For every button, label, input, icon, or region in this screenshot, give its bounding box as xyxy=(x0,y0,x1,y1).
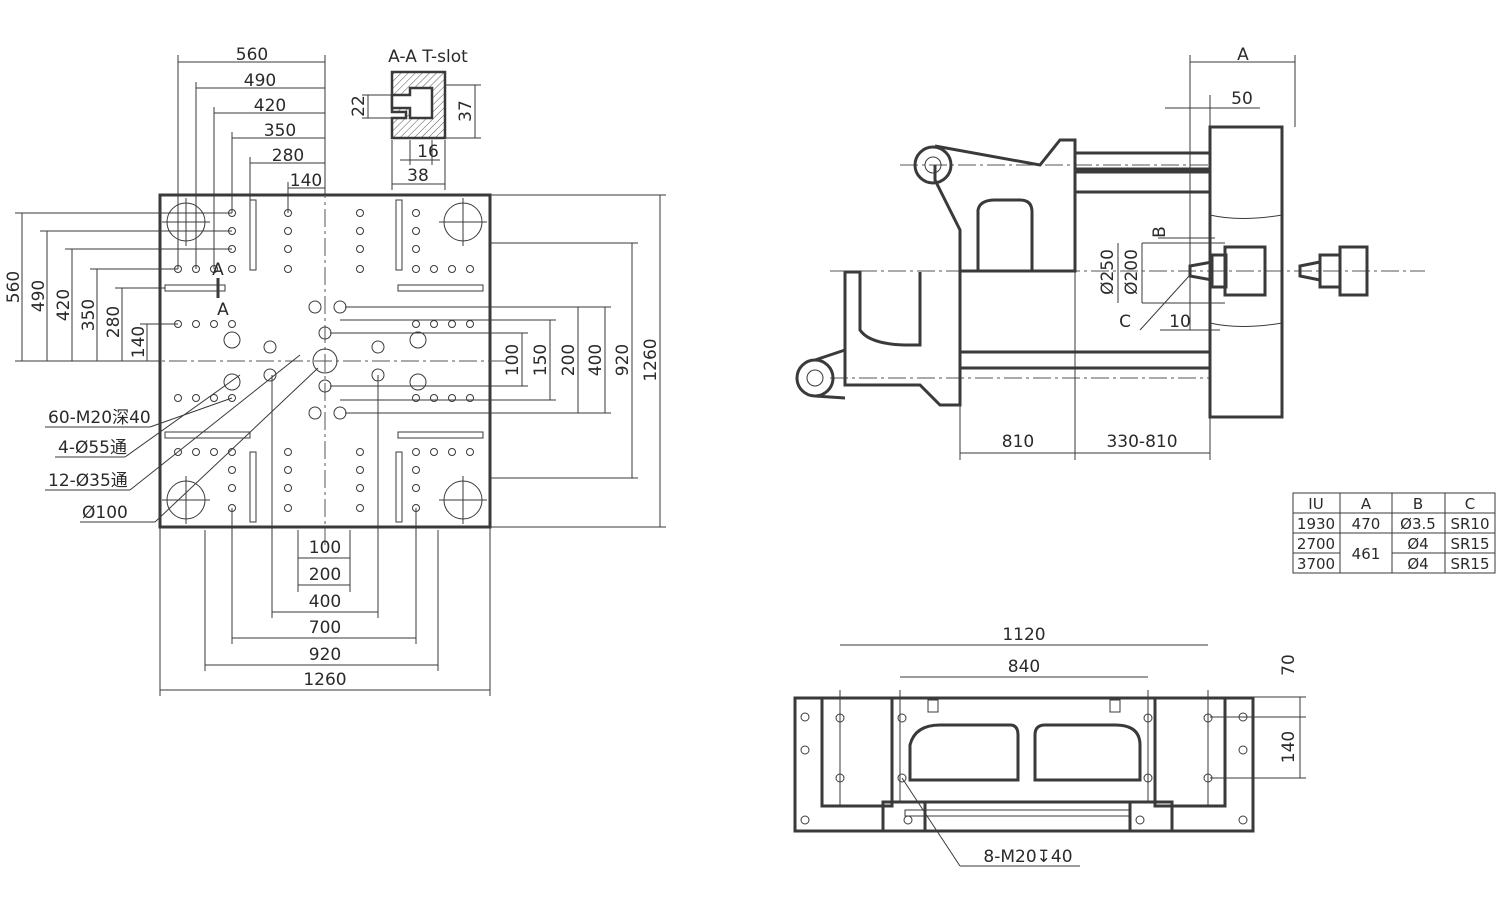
tslot-section: A-A T-slot 22 37 16 38 xyxy=(349,47,481,190)
table-cell: Ø4 xyxy=(1407,535,1428,553)
table-header-b: B xyxy=(1413,495,1423,513)
table-cell: 2700 xyxy=(1297,535,1335,553)
tslot-dim-16: 16 xyxy=(417,142,439,162)
dim-left-140: 140 xyxy=(129,326,149,358)
dim-right-100: 100 xyxy=(503,344,523,376)
side-dim-200: Ø200 xyxy=(1122,249,1142,295)
dim-bottom-700: 700 xyxy=(309,618,341,638)
side-dim-A: A xyxy=(1237,45,1249,65)
bottom-dim-1120: 1120 xyxy=(1002,625,1045,645)
side-dim-810: 810 xyxy=(1002,432,1034,452)
bottom-dim-140: 140 xyxy=(1279,731,1299,763)
dim-top-490: 490 xyxy=(244,71,276,91)
section-mark-label: A xyxy=(212,260,224,280)
bottom-view xyxy=(793,690,1255,833)
dim-right-920: 920 xyxy=(613,344,633,376)
side-dim-50: 50 xyxy=(1231,89,1253,109)
tslot-dim-22: 22 xyxy=(349,95,369,117)
dim-right-150: 150 xyxy=(531,344,551,376)
tapped-holes xyxy=(174,209,474,512)
dim-left-280: 280 xyxy=(104,306,124,338)
bottom-callout-tapped-holes: 8-M20↧40 xyxy=(983,847,1072,867)
dim-top-280: 280 xyxy=(272,146,304,166)
dim-top-140: 140 xyxy=(290,171,322,191)
platen-right-dimensions xyxy=(330,194,666,528)
dim-right-400: 400 xyxy=(586,344,606,376)
bottom-dim-70: 70 xyxy=(1279,654,1299,676)
bottom-view-dimensions xyxy=(840,644,1306,867)
dim-bottom-200: 200 xyxy=(309,565,341,585)
platen-top-dimensions xyxy=(177,55,326,269)
fixed-platen xyxy=(1208,125,1284,419)
side-dim-C: C xyxy=(1119,312,1131,332)
tie-bar-holes xyxy=(162,198,487,524)
table-cell-merged: 461 xyxy=(1352,545,1381,563)
dim-bottom-920: 920 xyxy=(309,645,341,665)
side-view xyxy=(795,125,1425,419)
platen-callout-leaders xyxy=(45,354,319,523)
platen-bottom-dimensions xyxy=(159,375,491,696)
dim-top-420: 420 xyxy=(254,96,286,116)
table-cell: Ø3.5 xyxy=(1400,515,1436,533)
table-header-a: A xyxy=(1361,495,1372,513)
tslot-title: A-A T-slot xyxy=(388,47,468,67)
dim-right-1260: 1260 xyxy=(641,338,661,381)
dim-bottom-1260: 1260 xyxy=(303,670,346,690)
table-cell: SR15 xyxy=(1450,535,1489,553)
dim-left-560: 560 xyxy=(4,271,24,303)
section-mark-label-2: A xyxy=(217,300,229,320)
callout-35-holes: 12-Ø35通 xyxy=(48,471,128,491)
table-cell: 470 xyxy=(1352,515,1381,533)
table-cell: 3700 xyxy=(1297,555,1335,573)
callout-tapped-holes: 60-M20深40 xyxy=(48,408,151,428)
tslot-dim-38: 38 xyxy=(407,166,429,186)
spec-table: IU A B C 1930 470 Ø3.5 SR10 2700 461 Ø4 … xyxy=(1292,492,1496,574)
table-cell: Ø4 xyxy=(1407,555,1428,573)
callout-55-holes: 4-Ø55通 xyxy=(58,438,127,458)
side-view-dimensions xyxy=(959,55,1296,460)
dim-bottom-100: 100 xyxy=(309,538,341,558)
table-cell: 1930 xyxy=(1297,515,1335,533)
table-cell: SR15 xyxy=(1450,555,1489,573)
table-header-c: C xyxy=(1465,495,1475,513)
dim-left-420: 420 xyxy=(54,289,74,321)
dim-top-560: 560 xyxy=(236,45,268,65)
side-dim-250: Ø250 xyxy=(1098,249,1118,295)
tslot-dim-37: 37 xyxy=(456,100,476,122)
bottom-dim-840: 840 xyxy=(1008,657,1040,677)
dim-bottom-400: 400 xyxy=(309,592,341,612)
callout-100-hole: Ø100 xyxy=(82,503,128,523)
side-dim-330-810: 330-810 xyxy=(1106,432,1177,452)
table-header-iu: IU xyxy=(1308,495,1323,513)
dim-left-350: 350 xyxy=(79,299,99,331)
table-cell: SR10 xyxy=(1450,515,1489,533)
side-dim-B: B xyxy=(1150,226,1170,238)
dim-top-350: 350 xyxy=(264,121,296,141)
side-dim-10: 10 xyxy=(1169,312,1191,332)
dim-right-200: 200 xyxy=(559,344,579,376)
dim-left-490: 490 xyxy=(29,280,49,312)
platen-left-dimensions xyxy=(15,212,232,362)
